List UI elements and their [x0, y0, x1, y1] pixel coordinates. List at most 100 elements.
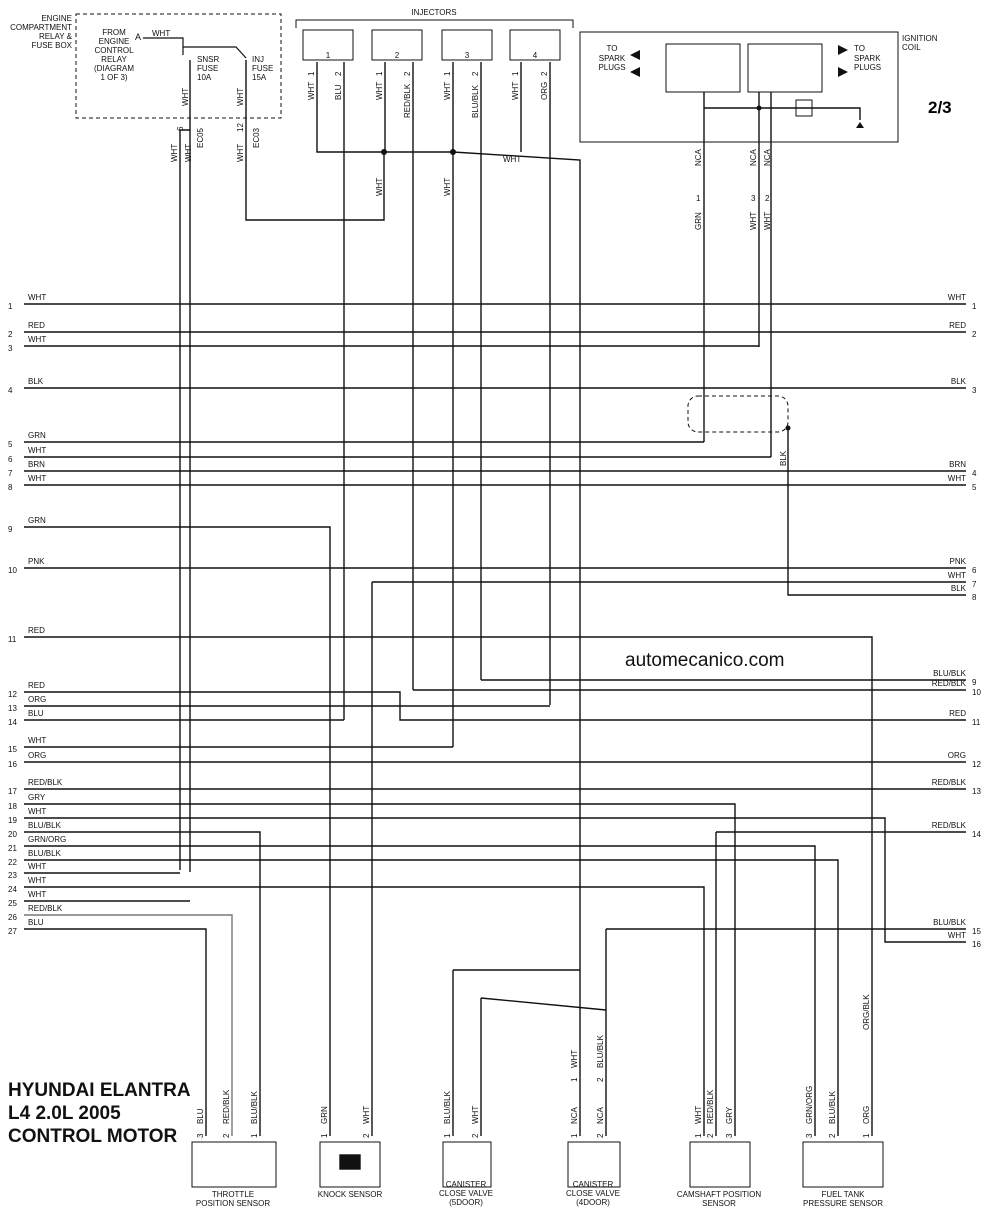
- page-number: 2/3: [928, 98, 952, 117]
- ignition-coil-box: [579, 31, 899, 143]
- right-pin-number: 10: [972, 688, 981, 697]
- throttle-sensor-name-1: POSITION SENSOR: [195, 1199, 271, 1208]
- relay-out-wire-2: WHT: [236, 87, 245, 106]
- sensor-wire-color: BLU/BLK: [443, 1091, 452, 1124]
- left-pin-color: RED: [28, 626, 45, 635]
- sensor-pin-number: 3: [725, 1133, 734, 1138]
- left-pin-number: 8: [8, 483, 13, 492]
- ign-pin2-top: NCA: [763, 149, 772, 166]
- camshaft-sensor-box: [689, 1141, 751, 1188]
- left-pin-color: WHT: [28, 736, 47, 745]
- right-pin-color: BRN: [949, 460, 966, 469]
- relay-header-2: RELAY &: [38, 32, 72, 41]
- left-pin-number: 1: [8, 302, 13, 311]
- canister5-name-2: (5DOOR): [449, 1198, 483, 1207]
- left-pin-color: GRN/ORG: [28, 835, 67, 844]
- left-pin-number: 12: [8, 690, 17, 699]
- sensor-wire-color: GRN/ORG: [805, 1085, 814, 1124]
- injector-box-2: [371, 29, 423, 61]
- right-pin-number: 1: [972, 302, 977, 311]
- right-pin-color: BLK: [950, 377, 966, 386]
- sensor-wire-color: GRN: [320, 1106, 329, 1124]
- right-pin-number: 13: [972, 787, 981, 796]
- relay-from-3: RELAY: [101, 55, 127, 64]
- left-pin-color: WHT: [28, 862, 47, 871]
- sensor-pin-number: 1: [443, 1133, 452, 1138]
- canister5-name-0: CANISTER: [445, 1180, 487, 1189]
- left-pin-color: BLU/BLK: [28, 849, 61, 858]
- relay-header-3: FUSE BOX: [31, 41, 72, 50]
- branch-wire-3: WHT: [236, 143, 245, 162]
- branch-wire-2: WHT: [184, 143, 193, 162]
- left-pin-number: 4: [8, 386, 13, 395]
- throttle-sensor-box: [191, 1141, 277, 1188]
- ign-wire3: WHT: [749, 211, 758, 230]
- canister4-name-1: CLOSE VALVE: [566, 1189, 620, 1198]
- left-pin-color: WHT: [28, 293, 47, 302]
- inj3-wire2: BLU/BLK: [471, 85, 480, 118]
- sensor-pin-number: 2: [596, 1133, 605, 1138]
- ign-pin3-top: NCA: [749, 149, 758, 166]
- left-pin-color: WHT: [28, 335, 47, 344]
- inj3-wire1: WHT: [443, 81, 452, 100]
- inj-bus-wire-2: WHT: [443, 177, 452, 196]
- left-pin-color: BLU/BLK: [28, 821, 61, 830]
- ign-coil-label-0: IGNITION: [902, 34, 938, 43]
- left-pin-color: WHT: [28, 890, 47, 899]
- right-pin-color: RED/BLK: [931, 821, 966, 830]
- left-pin-color: BLK: [28, 377, 44, 386]
- camshaft-name-0: CAMSHAFT POSITION: [676, 1190, 762, 1199]
- branch-wire-1: WHT: [170, 143, 179, 162]
- snsr-fuse-2: 10A: [197, 73, 212, 82]
- spark-left-2: PLUGS: [598, 63, 626, 72]
- injectors-bracket: [295, 19, 574, 28]
- left-pin-number: 11: [8, 635, 17, 644]
- left-pin-number: 19: [8, 816, 17, 825]
- watermark: automecanico.com: [625, 650, 785, 671]
- left-pin-number: 21: [8, 844, 17, 853]
- right-pin-color: BLU/BLK: [933, 669, 966, 678]
- inj-bus-wire-3: WHT: [503, 155, 522, 164]
- left-pin-color: GRY: [28, 793, 46, 802]
- injector-2-num: 2: [394, 51, 400, 60]
- left-pin-color: WHT: [28, 876, 47, 885]
- sensor-wire-color: NCA: [596, 1107, 605, 1124]
- canister-4door-box: [567, 1141, 621, 1188]
- ign-pin1: 1: [696, 194, 701, 203]
- right-pin-number: 2: [972, 330, 977, 339]
- left-pin-color: RED: [28, 321, 45, 330]
- relay-connector-a: A: [135, 32, 142, 42]
- injector-1-num: 1: [325, 51, 331, 60]
- canister4-upper-pin-1: 1: [570, 1077, 579, 1082]
- relay-feed-wire: WHT: [152, 29, 171, 38]
- left-pin-number: 14: [8, 718, 17, 727]
- inj-fuse-0: INJ: [252, 55, 264, 64]
- right-pin-number: 3: [972, 386, 977, 395]
- inj-fuse-2: 15A: [252, 73, 267, 82]
- injector-box-4: [509, 29, 561, 61]
- left-pin-number: 9: [8, 525, 13, 534]
- left-pin-number: 26: [8, 913, 17, 922]
- right-pin-number: 5: [972, 483, 977, 492]
- diagram-title-line3: CONTROL MOTOR: [8, 1126, 178, 1147]
- sensor-wire-color: ORG: [862, 1105, 871, 1124]
- left-pin-number: 5: [8, 440, 13, 449]
- right-pin-color: RED: [949, 321, 966, 330]
- inj2-pin2: 2: [403, 71, 412, 76]
- left-pin-number: 24: [8, 885, 17, 894]
- injectors-label: INJECTORS: [411, 8, 457, 17]
- right-pin-number: 8: [972, 593, 977, 602]
- sensor-pin-number: 2: [222, 1133, 231, 1138]
- canister4-name-0: CANISTER: [572, 1180, 614, 1189]
- sensor-wire-color: NCA: [570, 1107, 579, 1124]
- right-pin-number: 14: [972, 830, 981, 839]
- left-pin-number: 18: [8, 802, 17, 811]
- canister4-upper-wire-1: WHT: [570, 1049, 579, 1068]
- sensor-pin-number: 2: [362, 1133, 371, 1138]
- ign-pin2: 2: [765, 194, 770, 203]
- sensor-wire-color: WHT: [362, 1105, 371, 1124]
- connector-ec03: EC03: [252, 127, 261, 148]
- sensor-pin-number: 1: [862, 1133, 871, 1138]
- left-pin-color: GRN: [28, 431, 46, 440]
- sensor-pin-number: 2: [706, 1133, 715, 1138]
